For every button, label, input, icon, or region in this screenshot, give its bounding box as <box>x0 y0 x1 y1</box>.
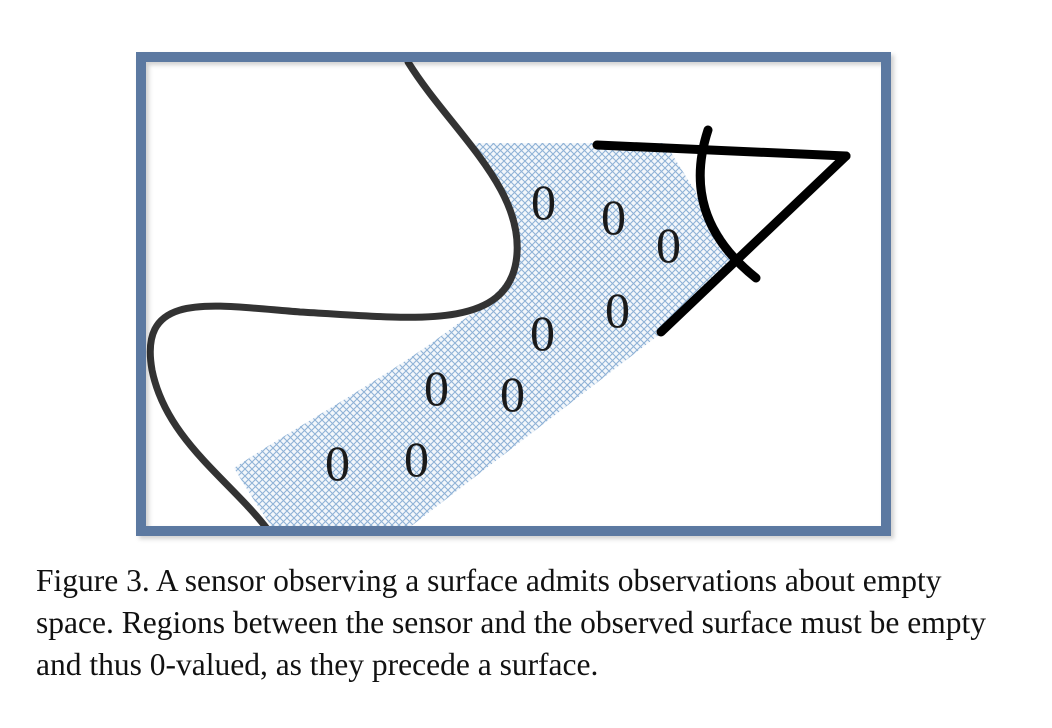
observed-surface-curve <box>146 58 521 531</box>
zero-label: 0 <box>656 217 681 273</box>
zero-label: 0 <box>404 431 429 487</box>
empty-space-region <box>234 143 735 527</box>
zero-labels: 0 0 0 0 0 0 0 0 0 <box>325 174 681 491</box>
zero-label: 0 <box>325 435 350 491</box>
figure-frame <box>136 52 891 536</box>
zero-label: 0 <box>500 366 525 422</box>
zero-label: 0 <box>531 174 556 230</box>
figure-caption: Figure 3. A sensor observing a surface a… <box>36 563 986 682</box>
figure-illustration: 0 0 0 0 0 0 0 0 0 <box>136 52 891 536</box>
zero-label: 0 <box>601 189 626 245</box>
zero-label: 0 <box>424 360 449 416</box>
zero-label: 0 <box>530 305 555 361</box>
sensor-icon <box>592 125 851 337</box>
zero-label: 0 <box>605 282 630 338</box>
